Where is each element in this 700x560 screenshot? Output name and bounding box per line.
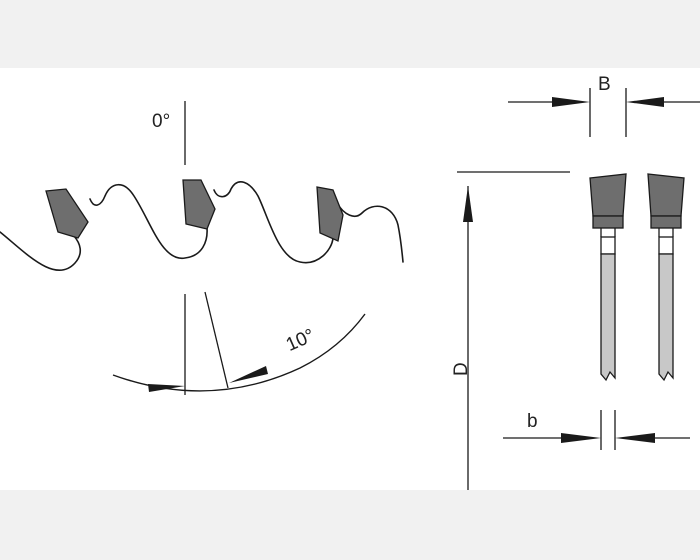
- carbide-teeth: [45, 179, 344, 242]
- b-arrow-right: [615, 433, 655, 443]
- arc-arrow-left: [148, 384, 185, 392]
- D-arrow-up: [463, 186, 473, 222]
- hook-angle-label: 10°: [283, 325, 318, 356]
- dimension-D: [457, 171, 570, 490]
- section-2-shank: [658, 253, 674, 382]
- tooth-tip-1: [45, 188, 89, 239]
- b-label: b: [527, 411, 538, 432]
- D-label: D: [451, 362, 472, 376]
- section-2-gap: [658, 236, 674, 255]
- section-1-gap: [600, 236, 616, 255]
- section-1-shank: [600, 253, 616, 382]
- zero-angle-label: 0°: [152, 111, 170, 132]
- B-arrow-left: [552, 97, 590, 107]
- arc-arrow-right: [229, 366, 268, 383]
- tooth-section-1: [589, 173, 627, 382]
- diagram-svg: 0° 10° B D: [0, 74, 700, 490]
- section-2-carbide: [647, 173, 685, 217]
- dimension-b: [503, 410, 690, 450]
- section-2-braze-band: [650, 215, 682, 229]
- section-1-carbide: [589, 173, 627, 217]
- angle-arc: [112, 313, 366, 392]
- B-label: B: [598, 74, 611, 95]
- tooth-tip-3: [316, 186, 344, 242]
- section-1-braze-band: [592, 215, 624, 229]
- angle-references: [184, 101, 229, 395]
- drawing-area: 0° 10° B D: [0, 68, 700, 490]
- tooth-section-2: [647, 173, 685, 382]
- blade-edge-curve: [0, 181, 404, 271]
- B-arrow-right: [626, 97, 664, 107]
- tooth-profile: [0, 181, 404, 271]
- tooth-tip-2: [182, 179, 216, 230]
- b-arrow-left: [561, 433, 601, 443]
- dimension-B: [508, 88, 700, 137]
- hook-angle-line: [204, 291, 229, 389]
